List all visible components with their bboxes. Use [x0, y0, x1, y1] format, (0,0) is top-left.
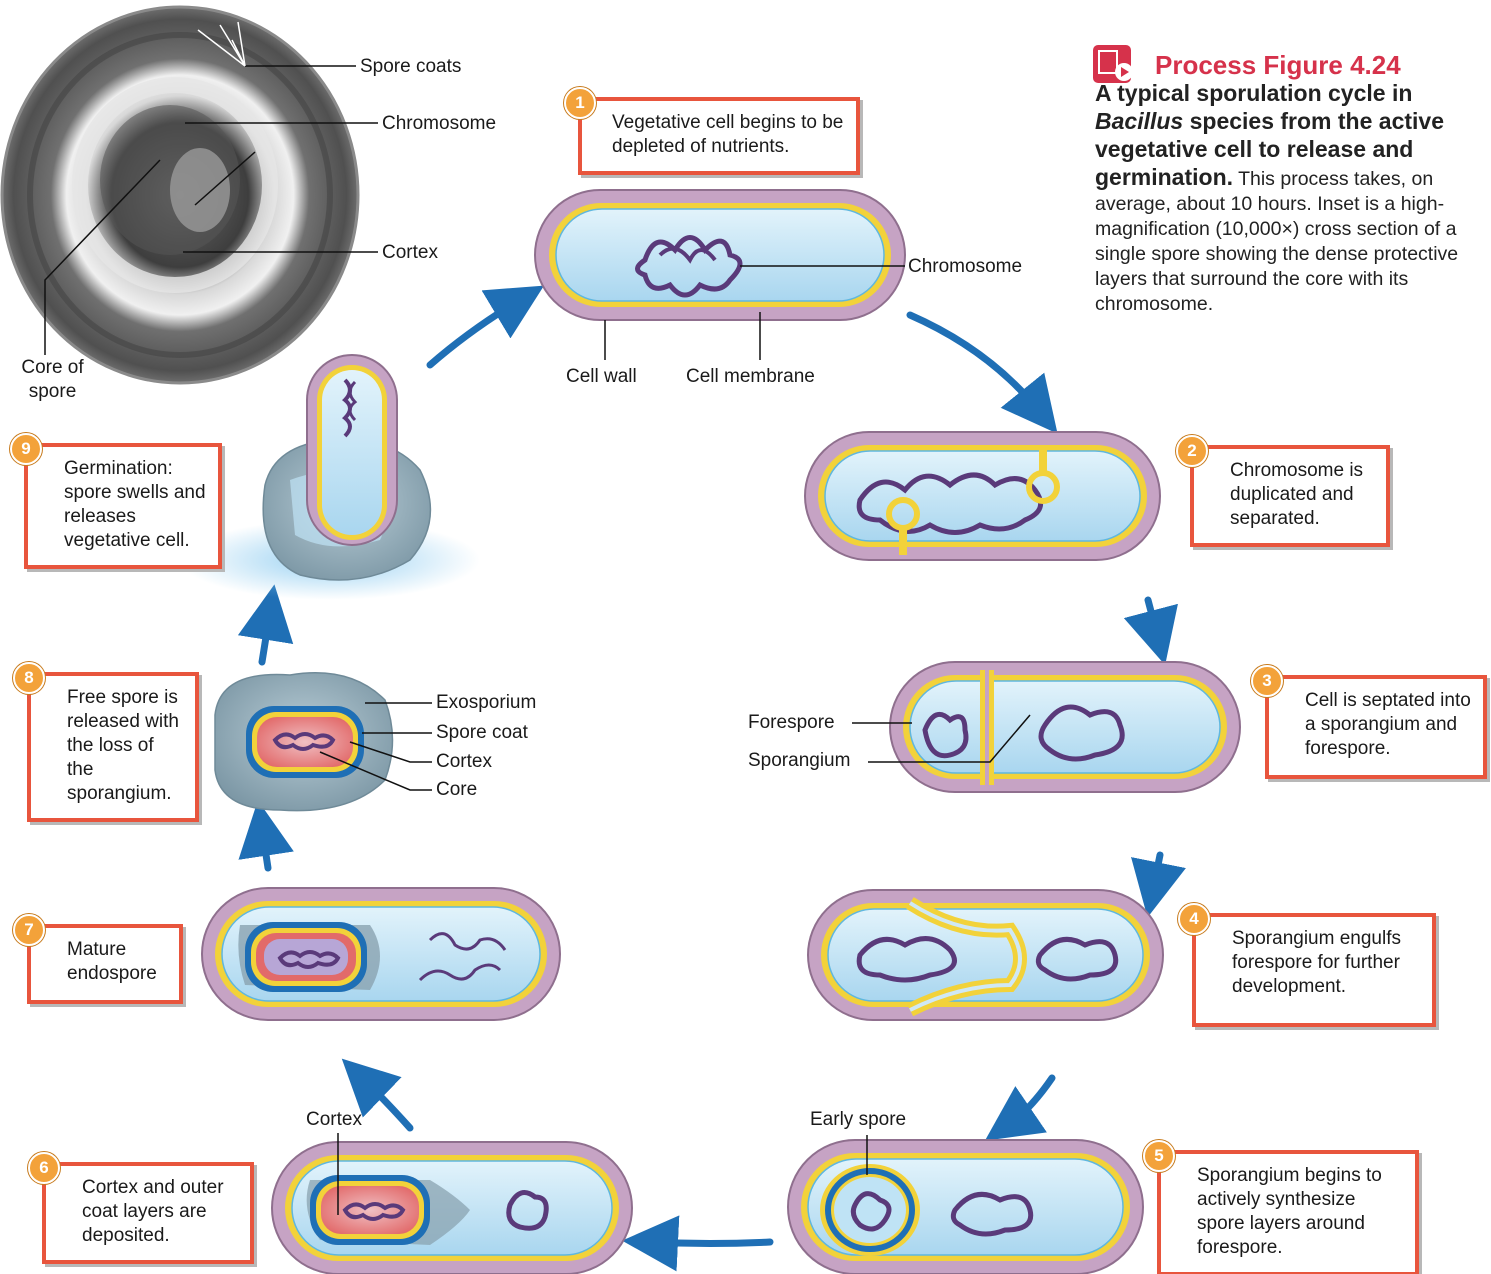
cell-2-duplicating [805, 432, 1160, 560]
cell-5-early-spore [788, 1140, 1143, 1274]
step-badge-4: 4 [1178, 903, 1210, 935]
label-forespore: Forespore [748, 712, 835, 734]
cell-9-germination [180, 355, 480, 600]
figure-label: Process Figure 4.24 [1155, 50, 1401, 81]
label-spore-coat: Spore coat [436, 722, 528, 744]
step-badge-7: 7 [13, 914, 45, 946]
label-spore-coats: Spore coats [360, 56, 461, 78]
arrow-1-to-2 [910, 315, 1040, 412]
step-badge-9: 9 [10, 433, 42, 465]
label-inset-cortex: Cortex [382, 242, 438, 264]
arrow-3-to-4 [1153, 855, 1160, 890]
label-spore-cortex: Cortex [436, 751, 492, 773]
step-text-1: Vegetative cell begins to be depleted of… [612, 112, 843, 157]
step-badge-8: 8 [13, 662, 45, 694]
step-box-3: Cell is septated into a sporangium and f… [1265, 675, 1487, 779]
step-text-7: Mature endospore [67, 939, 157, 984]
inset-micrograph [2, 7, 358, 383]
step-box-2: Chromosome is duplicated and separated. [1190, 445, 1390, 547]
cell-7-mature-endospore [202, 888, 560, 1020]
arrow-9-to-1 [430, 300, 520, 365]
step-box-4: Sporangium engulfs forespore for further… [1192, 913, 1436, 1027]
caption-lead-1: A typical sporulation cycle in [1095, 80, 1412, 106]
step-text-3: Cell is septated into a sporangium and f… [1305, 690, 1471, 759]
label-cell-wall: Cell wall [566, 366, 637, 388]
label-sporangium: Sporangium [748, 750, 850, 772]
figure-caption: A typical sporulation cycle in Bacillus … [1095, 80, 1480, 317]
step-text-5: Sporangium begins to actively synthesize… [1197, 1165, 1382, 1258]
cell-8-free-spore [215, 673, 393, 811]
caption-body: This process takes, on average, about 10… [1095, 168, 1458, 315]
step-text-9: Germination: spore swells and releases v… [64, 458, 206, 551]
step-text-8: Free spore is released with the loss of … [67, 687, 179, 804]
arrow-7-to-8 [262, 828, 268, 868]
step-badge-1: 1 [564, 87, 596, 119]
label-cell-membrane: Cell membrane [686, 366, 815, 388]
arrow-6-to-7 [362, 1078, 410, 1128]
cell-4-engulfing [808, 890, 1163, 1020]
arrow-5-to-6 [650, 1242, 770, 1244]
step-box-5: Sporangium begins to actively synthesize… [1157, 1150, 1419, 1274]
cell-3-septated [890, 662, 1240, 792]
label-core: Core [436, 779, 477, 801]
step-badge-5: 5 [1143, 1140, 1175, 1172]
video-icon[interactable] [1093, 45, 1133, 83]
step-box-6: Cortex and outer coat layers are deposit… [42, 1162, 254, 1264]
step-badge-2: 2 [1176, 435, 1208, 467]
label-exosporium: Exosporium [436, 692, 536, 714]
label-early-spore: Early spore [810, 1109, 906, 1131]
step-box-1: Vegetative cell begins to be depleted of… [578, 97, 860, 175]
step-box-8: Free spore is released with the loss of … [27, 672, 199, 822]
step-badge-3: 3 [1251, 665, 1283, 697]
step-box-9: Germination: spore swells and releases v… [24, 443, 222, 569]
step-text-6: Cortex and outer coat layers are deposit… [82, 1177, 224, 1246]
arrow-4-to-5 [1008, 1078, 1052, 1125]
cell-6-cortex-deposited [272, 1142, 632, 1274]
arrow-8-to-9 [262, 612, 270, 662]
label-inset-chromosome: Chromosome [382, 113, 496, 135]
arrow-2-to-3 [1148, 600, 1158, 638]
caption-lead-italic: Bacillus [1095, 108, 1183, 134]
step-box-7: Mature endospore [27, 924, 183, 1004]
label-cortex-6: Cortex [306, 1109, 362, 1131]
step-badge-6: 6 [28, 1152, 60, 1184]
label-core-of-spore: Core of spore [10, 356, 95, 404]
step-text-4: Sporangium engulfs forespore for further… [1232, 928, 1401, 997]
label-chromosome: Chromosome [908, 256, 1022, 278]
step-text-2: Chromosome is duplicated and separated. [1230, 460, 1363, 529]
cell-1-vegetative [535, 190, 905, 320]
